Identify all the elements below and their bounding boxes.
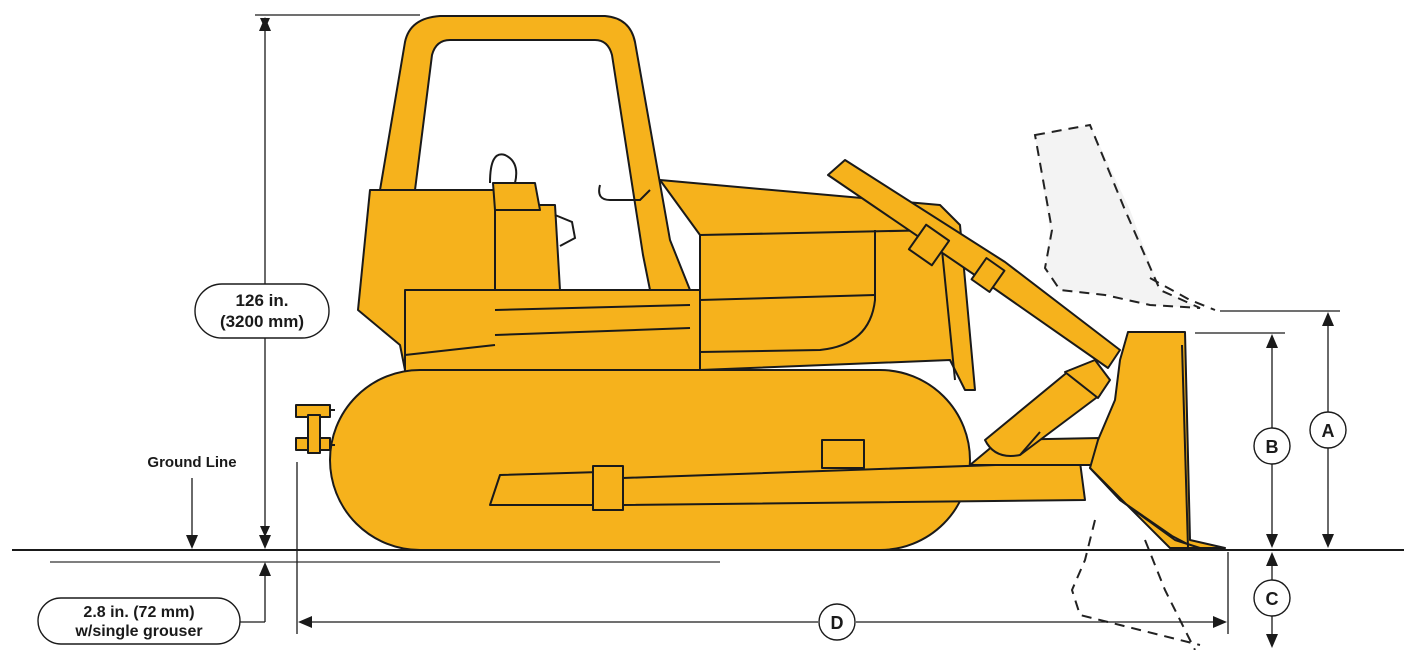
dimension-c-marker [1253, 579, 1291, 617]
dimension-c-label: C [1266, 589, 1279, 609]
lowered-blade-outline [1070, 519, 1201, 650]
height-label-line2: (3200 mm) [220, 312, 304, 331]
dimension-d-label: D [831, 613, 844, 633]
dimension-a-label: A [1322, 421, 1335, 441]
grouser-label-pill [37, 597, 241, 645]
lift-cylinder [984, 359, 1111, 457]
grouser-label-line2: w/single grouser [74, 623, 202, 640]
height-label-pill [194, 283, 330, 339]
grouser-label-line1: 2.8 in. (72 mm) [83, 604, 194, 621]
dimension-b-label: B [1266, 437, 1279, 457]
dimension-b-marker [1253, 427, 1291, 465]
height-label-line1: 126 in. [236, 291, 289, 310]
tilt-cylinder [827, 159, 1121, 369]
ground-line-label: Ground Line [147, 454, 236, 471]
dozer-blade [1089, 331, 1226, 549]
raised-blade-outline [1033, 123, 1216, 311]
engine-hood [659, 179, 976, 391]
dimension-a-marker [1309, 411, 1347, 449]
deck [404, 289, 701, 373]
dimension-d-marker [818, 603, 856, 641]
track-assembly [295, 369, 971, 551]
